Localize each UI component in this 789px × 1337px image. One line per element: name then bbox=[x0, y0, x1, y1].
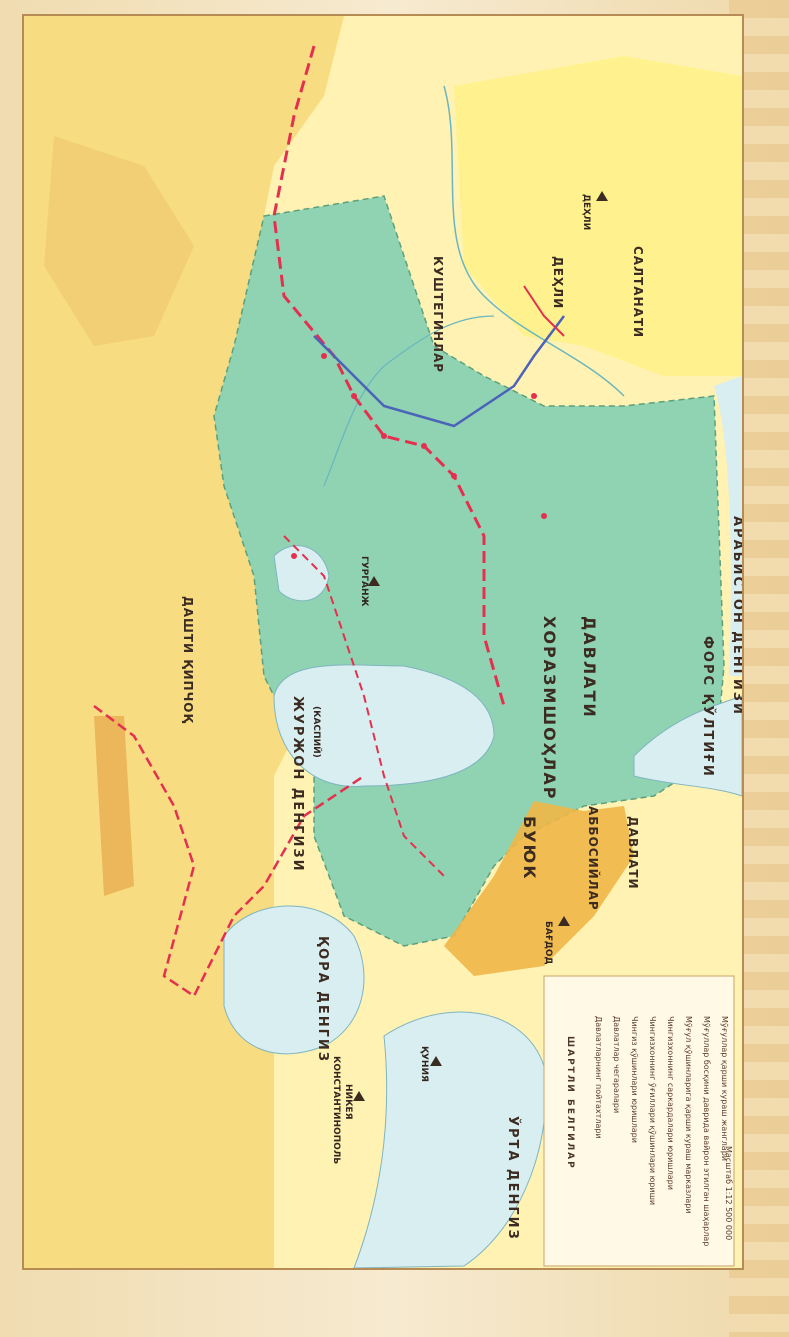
amu-darya bbox=[323, 315, 495, 487]
delhi-sultanate-area bbox=[454, 56, 742, 376]
label-nicaea: НИКЕЯ bbox=[343, 1084, 353, 1120]
label-gurganj: ГУРГАНЖ bbox=[359, 556, 369, 607]
persian-gulf bbox=[633, 695, 742, 797]
destroyed-cities bbox=[291, 353, 547, 559]
label-kushteginlar: КУШТЕГИНЛАР bbox=[431, 256, 445, 373]
legend-title: ШАРТЛИ БЕЛГИЛАР bbox=[565, 1036, 575, 1170]
legend-item: Мўғуллар қарши кураш жанглари bbox=[720, 1016, 729, 1161]
legend-items: Давлатларнинг пойтахтлари Давлатлар чега… bbox=[594, 1016, 729, 1246]
legend-item: Давлатлар чегаралари bbox=[612, 1016, 621, 1113]
legend-item: Чингизхоннинг ўғиллари қўшинлари юриши bbox=[648, 1016, 657, 1205]
legend-item: Мўғуллар босқини даврида вайрон этилган … bbox=[702, 1016, 711, 1246]
label-great: БУЮК bbox=[520, 816, 539, 880]
label-delhi-city: ДЕҲЛИ bbox=[581, 194, 591, 230]
label-persian-gulf: ФОРС ҚЎЛТИҒИ bbox=[700, 636, 716, 778]
steppe-strip bbox=[94, 716, 134, 896]
legend-item: Чингизхоннинг саркардалари юришлари bbox=[666, 1016, 675, 1190]
route-khorezm bbox=[283, 535, 445, 877]
arabian-sea bbox=[714, 376, 742, 676]
mountain-region bbox=[44, 136, 194, 346]
historical-map[interactable]: ХОРАЗМШОҲЛАР БУЮК ДАВЛАТИ АББОСИЙЛАР ДАВ… bbox=[22, 14, 744, 1270]
label-state: ДАВЛАТИ bbox=[580, 616, 599, 719]
route-west bbox=[93, 705, 365, 998]
label-baghdad: БАҒДОД bbox=[543, 921, 553, 965]
label-arabian-sea: АРАБИСТОН ДЕНГИЗИ bbox=[730, 516, 742, 716]
label-abbasid-state: ДАВЛАТИ bbox=[626, 816, 640, 890]
legend-item: Чингиз қўшинлари юришлари bbox=[630, 1016, 639, 1143]
route-india bbox=[523, 285, 565, 337]
route-chingiz bbox=[272, 45, 506, 707]
capital-baghdad-icon bbox=[558, 916, 570, 926]
capital-konya-icon bbox=[430, 1056, 442, 1066]
label-caspian: ЖУРЖОН ДЕНГИЗИ bbox=[290, 696, 305, 872]
capital-delhi-icon bbox=[596, 191, 608, 201]
indus-river bbox=[443, 85, 625, 397]
legend-scale: Масштаб 1:12 500 000 bbox=[724, 1146, 733, 1240]
mediterranean-sea bbox=[353, 1011, 547, 1268]
label-caspian-note: (КАСПИЙ) bbox=[311, 706, 323, 758]
route-sons bbox=[313, 315, 565, 428]
label-sultanate: САЛТАНАТИ bbox=[631, 246, 645, 338]
legend-item: Давлатларнинг пойтахтлари bbox=[594, 1016, 603, 1139]
caspian-sea bbox=[273, 664, 495, 787]
legend-item: Мўғул қўшинларига қарши кураш марказлари bbox=[684, 1016, 693, 1214]
label-delhi-region: ДЕҲЛИ bbox=[551, 256, 565, 309]
legend-box bbox=[543, 975, 735, 1267]
legend: ШАРТЛИ БЕЛГИЛАР Давлатларнинг пойтахтлар… bbox=[543, 975, 735, 1267]
label-khorezm-state: ХОРАЗМШОҲЛАР bbox=[540, 616, 559, 800]
capital-gurganj-icon bbox=[368, 576, 380, 586]
label-desht: ДАШТИ ҚИПЧОҚ bbox=[181, 596, 195, 724]
abbasid-area bbox=[444, 801, 634, 976]
label-mediterranean: ЎРТА ДЕНГИЗ bbox=[505, 1116, 521, 1241]
capital-nicaea-icon bbox=[353, 1091, 365, 1101]
label-constantinople: КОНСТАНТИНОПОЛЬ bbox=[331, 1056, 341, 1164]
label-konya: ҚУНИЯ bbox=[419, 1046, 429, 1082]
label-abbasid: АББОСИЙЛАР bbox=[586, 806, 601, 911]
label-black-sea: ҚОРА ДЕНГИЗ bbox=[315, 936, 330, 1063]
black-sea bbox=[223, 905, 365, 1055]
map-canvas: ХОРАЗМШОҲЛАР БУЮК ДАВЛАТИ АББОСИЙЛАР ДАВ… bbox=[24, 16, 742, 1268]
